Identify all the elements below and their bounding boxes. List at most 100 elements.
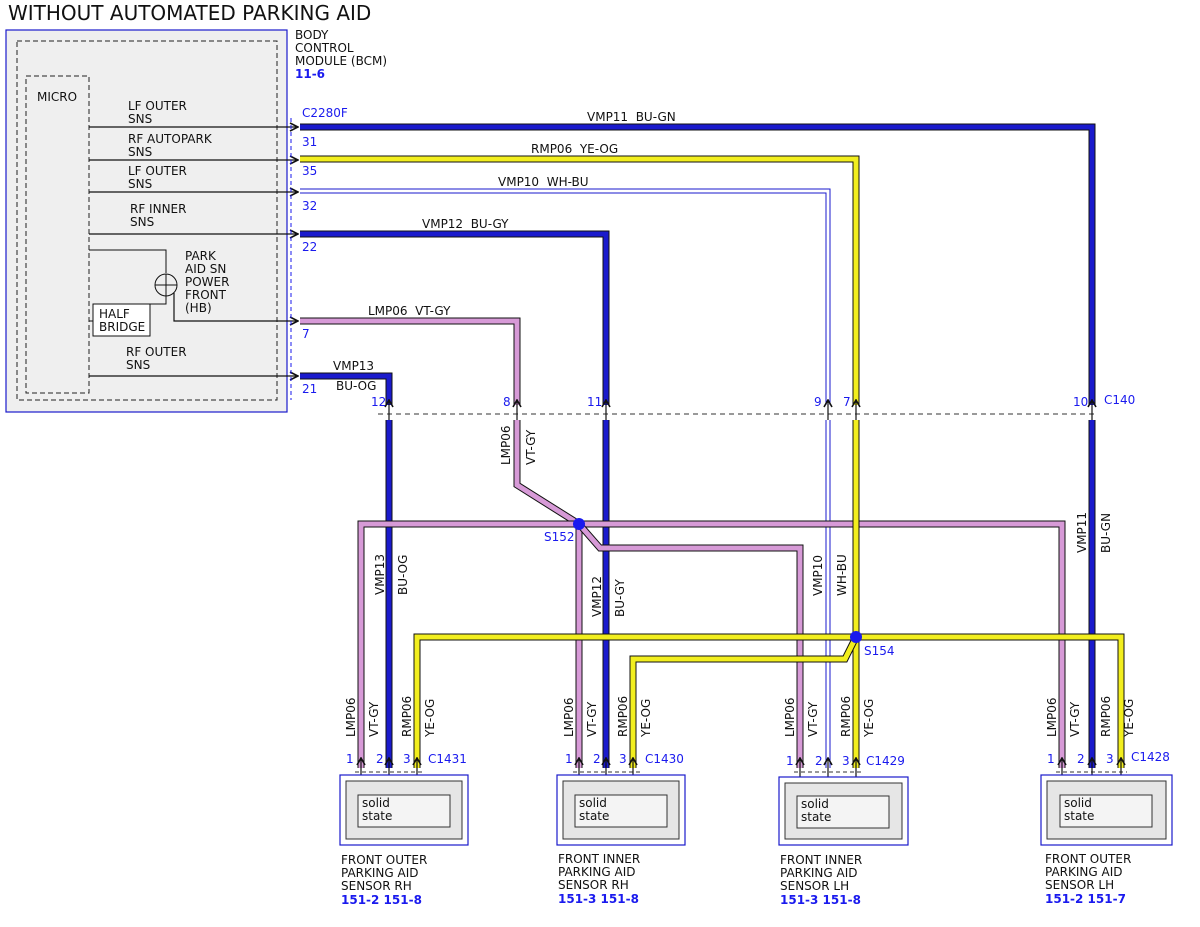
- input-label-rf-inner-2: SNS: [130, 215, 154, 229]
- bcm-name-2: CONTROL: [295, 41, 354, 55]
- c1428-pin-1: 1: [1047, 752, 1055, 766]
- half-bridge-label-2: BRIDGE: [99, 320, 145, 334]
- c1428-label: C1428: [1131, 750, 1170, 764]
- half-bridge: HALF BRIDGE PARK AID SN POWER FRONT (HB): [89, 249, 298, 337]
- vlabel-vmp10: VMP10: [811, 555, 825, 596]
- splice-s154-dot: [850, 631, 862, 643]
- power-label-5: (HB): [185, 301, 212, 315]
- vlabel-buog: BU-OG: [396, 555, 410, 595]
- sensor-front-outer-rh: solid state: [339, 758, 469, 846]
- c140-label: C140: [1104, 393, 1135, 407]
- pin-22: 22: [302, 240, 317, 254]
- c1430-pin-3: 3: [619, 752, 627, 766]
- c1429-label: C1429: [866, 754, 905, 768]
- vlabel-bugn: BU-GN: [1099, 513, 1113, 553]
- vlabel-c1431-lmp06: LMP06: [344, 697, 358, 737]
- c1429-name-1: FRONT INNER: [780, 853, 862, 867]
- sensor-front-outer-lh: solid state: [1040, 758, 1173, 846]
- sensor-wire-labels: LMP06 VT-GY RMP06 YE-OG LMP06 VT-GY RMP0…: [344, 696, 1136, 738]
- vlabel-c1429-rmp06: RMP06: [839, 696, 853, 737]
- connector-c140: [378, 400, 1098, 420]
- input-label-lf-outer-1: LF OUTER: [128, 99, 187, 113]
- c1430-inner-1: solid: [579, 796, 607, 810]
- splice-s154-label: S154: [864, 644, 895, 658]
- vlabel-c1429-yeog: YE-OG: [862, 699, 876, 738]
- power-label-2: AID SN: [185, 262, 226, 276]
- vlabel-c1428-lmp06: LMP06: [1045, 697, 1059, 737]
- c140-pin-12: 12: [371, 395, 386, 409]
- c1428-inner-2: state: [1064, 809, 1094, 823]
- bcm-name-1: BODY: [295, 28, 329, 42]
- c140-pin-7: 7: [843, 395, 851, 409]
- pin-32: 32: [302, 199, 317, 213]
- c1429-ref-links[interactable]: 151-3 151-8: [780, 893, 861, 907]
- label-rmp06: RMP06 YE-OG: [531, 142, 618, 156]
- c1429-name-3: SENSOR LH: [780, 879, 849, 893]
- c1428-pin-2: 2: [1077, 752, 1085, 766]
- input-label-rf-inner-1: RF INNER: [130, 202, 186, 216]
- pin-31: 31: [302, 135, 317, 149]
- input-label-rf-autopark-1: RF AUTOPARK: [128, 132, 213, 146]
- label-vmp12: VMP12 BU-GY: [422, 217, 509, 231]
- c140-pin-9: 9: [814, 395, 822, 409]
- c1428-name-2: PARKING AID: [1045, 865, 1123, 879]
- vlabel-vmp12: VMP12: [590, 576, 604, 617]
- vlabel-whbu: WH-BU: [835, 554, 849, 596]
- splice-s152-label: S152: [544, 530, 575, 544]
- pin-21: 21: [302, 382, 317, 396]
- c1428-inner-1: solid: [1064, 796, 1092, 810]
- c1429-pin-2: 2: [815, 754, 823, 768]
- vlabel-vmp13: VMP13: [373, 554, 387, 595]
- c1430-pin-2: 2: [593, 752, 601, 766]
- pin-7: 7: [302, 327, 310, 341]
- vlabel-c1428-vtgy: VT-GY: [1068, 701, 1082, 737]
- vlabel-vmp11: VMP11: [1075, 512, 1089, 553]
- c1429-inner-2: state: [801, 810, 831, 824]
- vlabel-c1430-vtgy: VT-GY: [585, 701, 599, 737]
- c1429-pin-1: 1: [786, 754, 794, 768]
- c140-pin-10: 10: [1073, 395, 1088, 409]
- power-label-3: POWER: [185, 275, 229, 289]
- vlabel-lmp06-upper: LMP06: [499, 425, 513, 465]
- c1430-ref-links[interactable]: 151-3 151-8: [558, 892, 639, 906]
- connector-c2280f: C2280F: [302, 106, 348, 120]
- label-lmp06: LMP06 VT-GY: [368, 304, 451, 318]
- c1431-name-1: FRONT OUTER: [341, 853, 427, 867]
- c1431-name-2: PARKING AID: [341, 866, 419, 880]
- bcm-ref-link[interactable]: 11-6: [295, 67, 325, 81]
- c1431-pin-3: 3: [403, 752, 411, 766]
- wire-vmp11: [300, 123, 1096, 405]
- input-label-lf-outer-2: SNS: [128, 112, 152, 126]
- vlabel-c1428-rmp06: RMP06: [1099, 696, 1113, 737]
- vlabel-vtgy-upper: VT-GY: [524, 429, 538, 465]
- wire-rmp06: [300, 155, 860, 405]
- vlabel-c1431-rmp06: RMP06: [400, 696, 414, 737]
- bcm-name-3: MODULE (BCM): [295, 54, 387, 68]
- c1428-ref-links[interactable]: 151-2 151-7: [1045, 892, 1126, 906]
- c1430-inner-2: state: [579, 809, 609, 823]
- wire-rmp06-lower: [413, 420, 1125, 768]
- vlabel-c1431-yeog: YE-OG: [423, 699, 437, 738]
- vlabel-c1429-vtgy: VT-GY: [806, 701, 820, 737]
- input-label-lf-outer2-2: SNS: [128, 177, 152, 191]
- label-vmp13: VMP13: [333, 359, 374, 373]
- pin-35: 35: [302, 164, 317, 178]
- vlabel-c1428-yeog: YE-OG: [1122, 699, 1136, 738]
- c1428-pin-3: 3: [1106, 752, 1114, 766]
- c1431-inner-2: state: [362, 809, 392, 823]
- input-label-rf-autopark-2: SNS: [128, 145, 152, 159]
- vlabel-c1430-lmp06: LMP06: [562, 697, 576, 737]
- c1431-ref-links[interactable]: 151-2 151-8: [341, 893, 422, 907]
- wire-vmp10: [300, 188, 831, 405]
- label-vmp11: VMP11 BU-GN: [587, 110, 676, 124]
- label-bu-og: BU-OG: [336, 379, 376, 393]
- c1429-pin-3: 3: [842, 754, 850, 768]
- splice-s152-dot: [573, 518, 585, 530]
- c1431-inner-1: solid: [362, 796, 390, 810]
- wire-vmp13: [300, 372, 393, 405]
- input-label-rf-outer-2: SNS: [126, 358, 150, 372]
- c1430-pin-1: 1: [565, 752, 573, 766]
- vlabel-c1430-yeog: YE-OG: [639, 699, 653, 738]
- c1430-name-2: PARKING AID: [558, 865, 636, 879]
